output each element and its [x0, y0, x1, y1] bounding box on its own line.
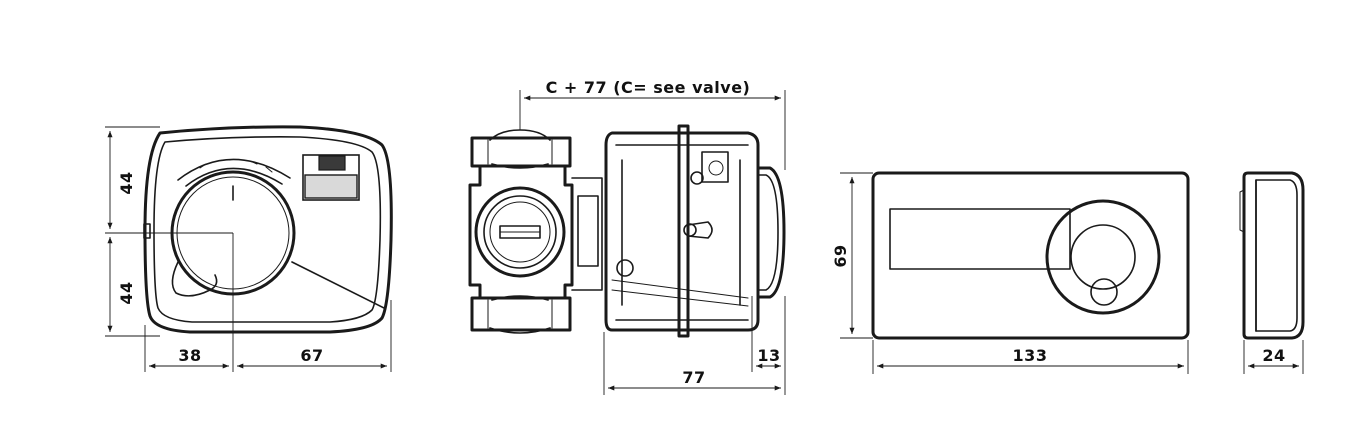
display-housing — [871, 171, 1190, 340]
dim-side-knob-offset: 13 — [757, 346, 780, 365]
dim-front-bottom-height: 44 — [117, 281, 136, 304]
display-knob-ring — [1045, 199, 1161, 315]
dim-display-depth: 24 — [1262, 346, 1285, 365]
dim-front-right-width: 67 — [300, 346, 323, 365]
display-side-view: 24 — [1239, 171, 1305, 374]
dim-front-left-width: 38 — [178, 346, 201, 365]
switch-lever — [318, 155, 346, 171]
valve-side-view: C + 77 (C= see valve) 13 77 — [468, 78, 786, 395]
dim-display-width: 133 — [1013, 346, 1048, 365]
valve-port — [474, 186, 566, 278]
dim-display-height: 69 — [831, 244, 850, 267]
dim-side-overall: C + 77 (C= see valve) — [546, 78, 751, 97]
dim-side-actuator-depth: 77 — [682, 368, 705, 387]
dim-front-top-height: 44 — [117, 171, 136, 194]
display-front-view: 69 133 — [831, 171, 1190, 374]
actuator-body — [604, 131, 760, 332]
display-screen — [889, 208, 1071, 270]
actuator-front-view: 44 44 38 67 — [105, 125, 393, 372]
display-button — [1090, 278, 1118, 306]
